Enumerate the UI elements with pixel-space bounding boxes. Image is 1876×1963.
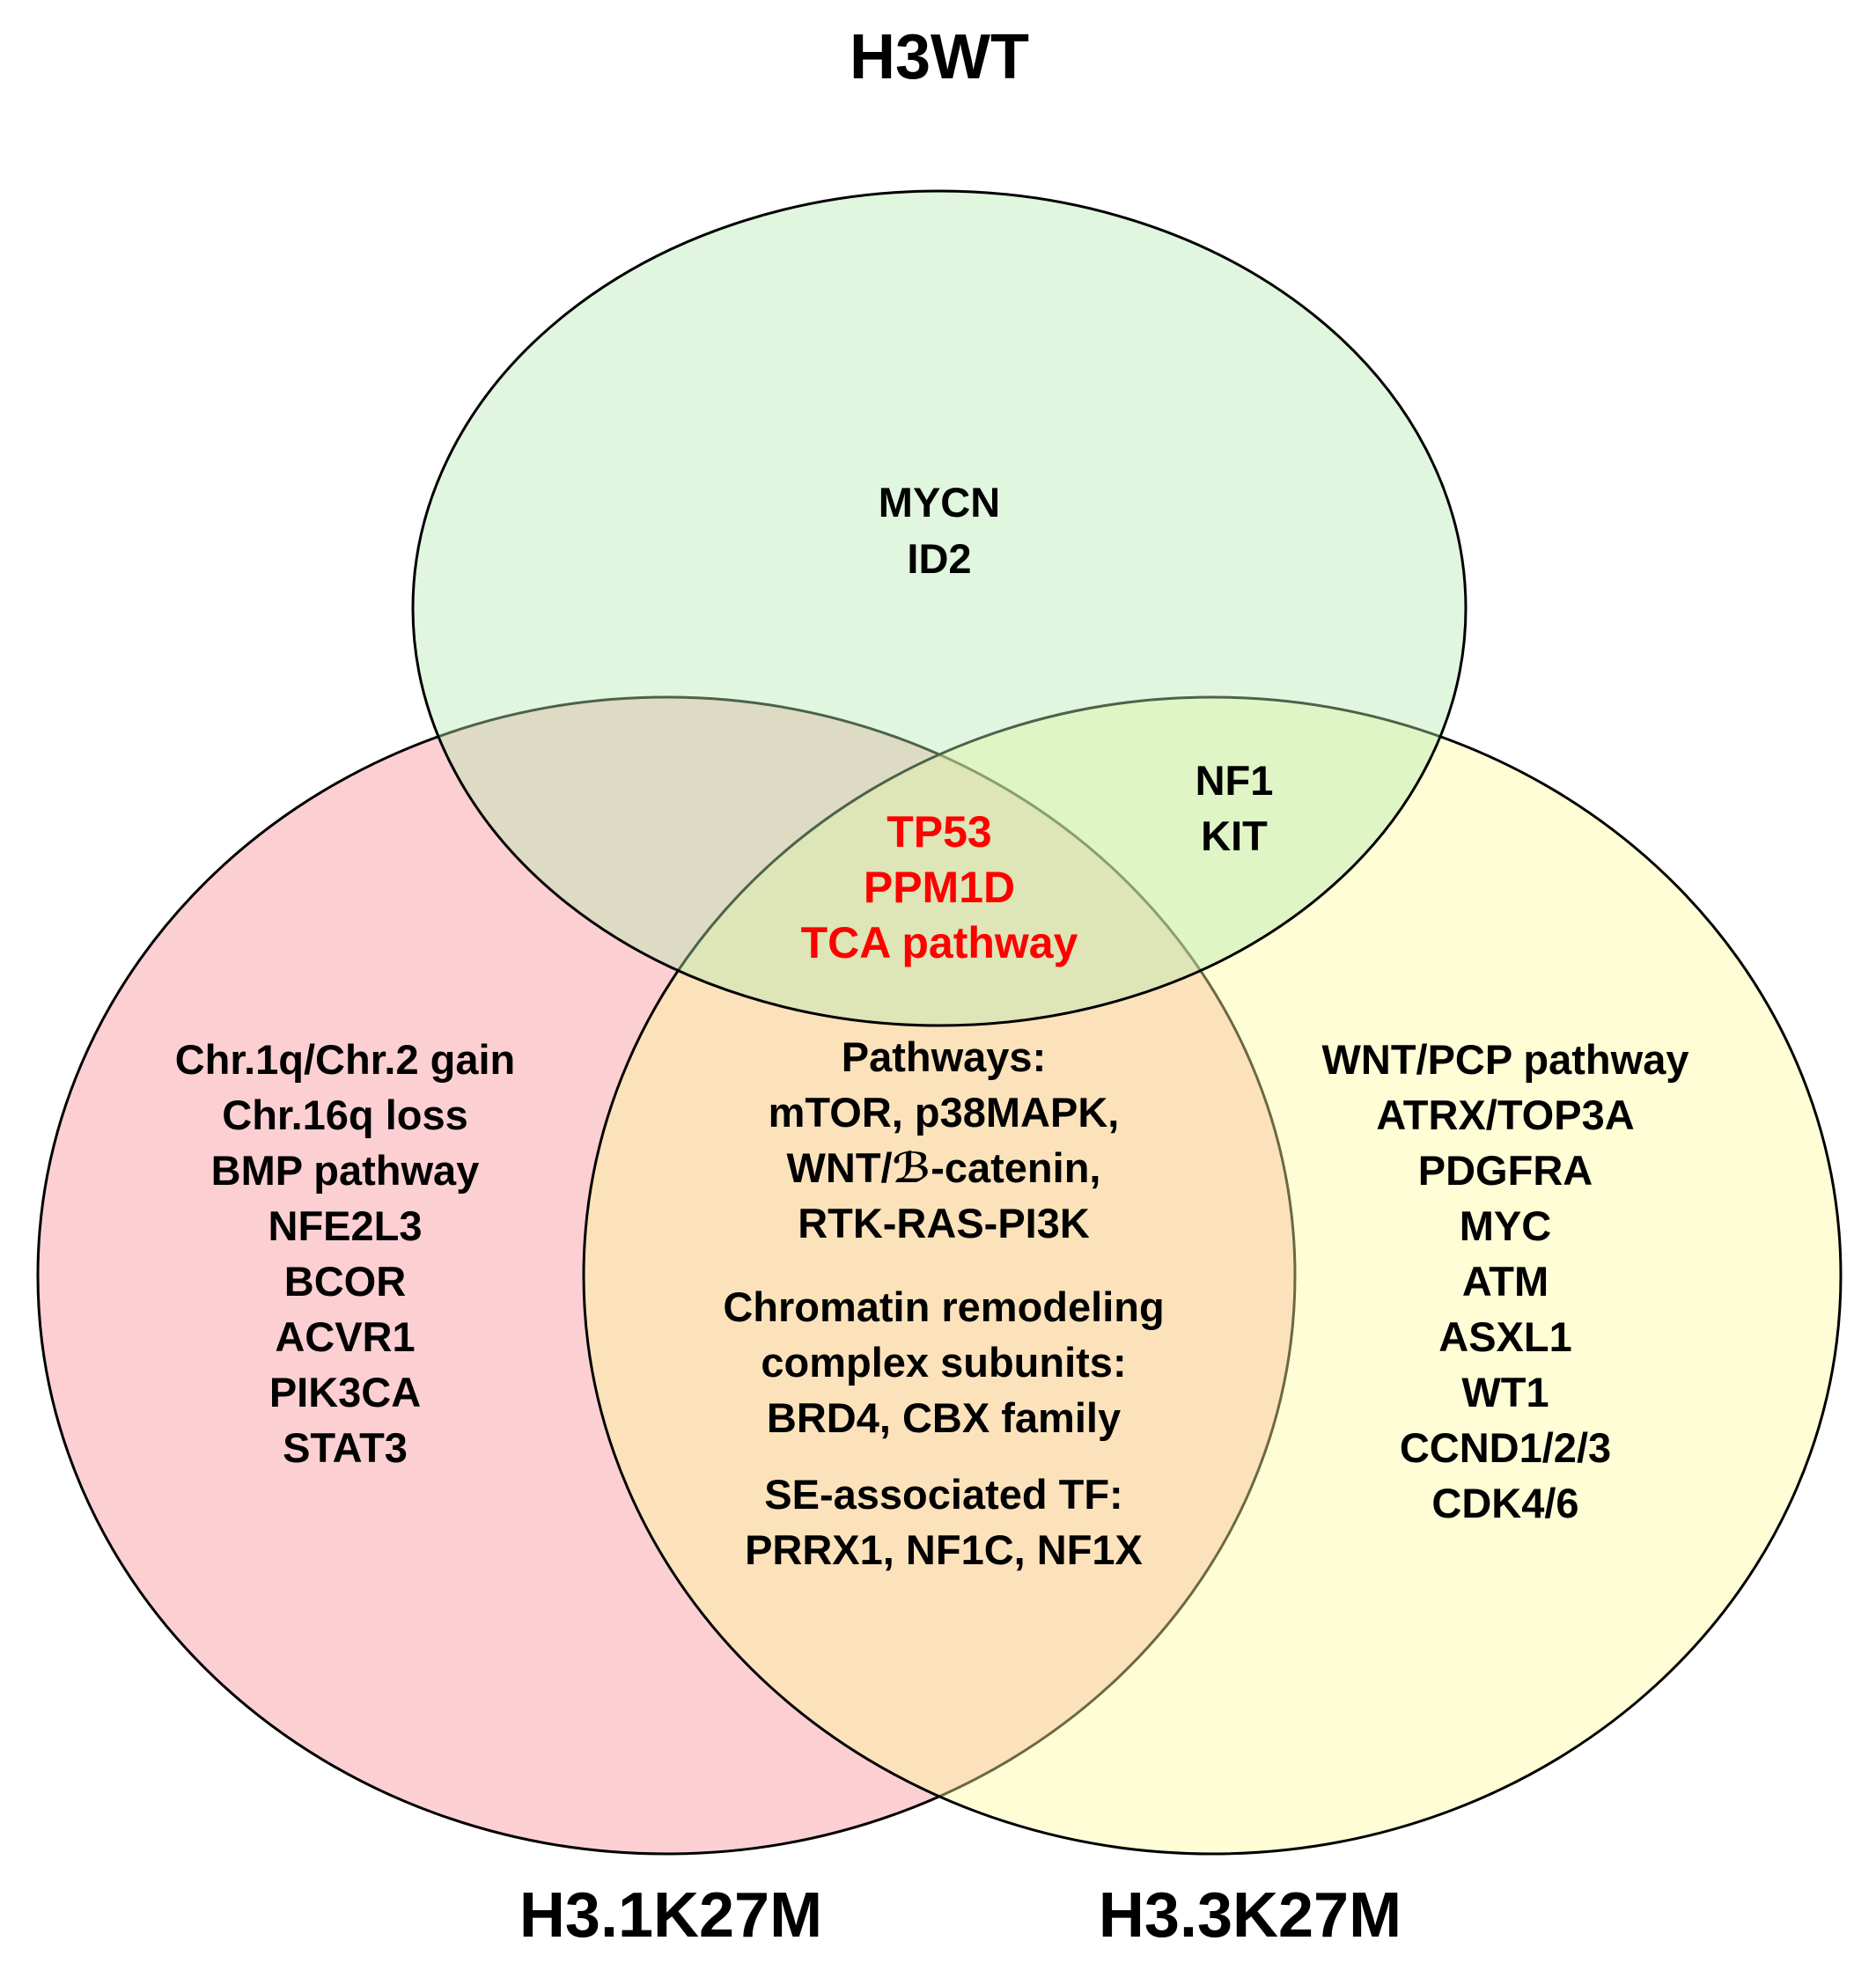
gene-label: STAT3	[283, 1424, 408, 1471]
gene-label: Chr.16q loss	[222, 1092, 468, 1138]
set-label-h3-1k27m: H3.1K27M	[519, 1880, 822, 1951]
set-label-h3-3k27m: H3.3K27M	[1099, 1880, 1401, 1951]
gene-label: ACVR1	[275, 1313, 415, 1360]
pathway-label: mTOR, p38MAPK,	[769, 1089, 1120, 1136]
shared-gene-label: TP53	[887, 807, 992, 857]
gene-label: NF1	[1195, 757, 1274, 804]
shared-gene-label: TCA pathway	[801, 918, 1078, 967]
gene-label: BMP pathway	[211, 1147, 480, 1194]
pathways-block: Pathways: mTOR, p38MAPK, WNT/ℬ-catenin, …	[769, 1033, 1120, 1246]
set-label-h3wt: H3WT	[850, 22, 1029, 92]
gene-label: Chr.1q/Chr.2 gain	[175, 1036, 516, 1083]
gene-label: KIT	[1201, 812, 1268, 859]
chromatin-label: Chromatin remodeling	[723, 1283, 1164, 1330]
circle-h3-1k27m	[36, 695, 1297, 1856]
gene-label: ATRX/TOP3A	[1376, 1092, 1634, 1138]
shared-gene-label: PPM1D	[864, 863, 1015, 912]
region-h3wt-h3-3-overlap: NF1 KIT	[1195, 757, 1274, 859]
gene-label: WNT/PCP pathway	[1322, 1036, 1689, 1083]
chromatin-label: BRD4, CBX family	[767, 1394, 1121, 1441]
pathway-label: RTK-RAS-PI3K	[798, 1200, 1090, 1246]
pathway-label: Pathways:	[842, 1033, 1046, 1080]
circle-h3wt	[411, 189, 1468, 1027]
chromatin-label: complex subunits:	[761, 1339, 1126, 1386]
gene-label: MYCN	[879, 479, 1000, 526]
gene-label: MYC	[1460, 1202, 1551, 1249]
pathway-label: WNT/ℬ-catenin,	[787, 1144, 1101, 1191]
gene-label: PDGFRA	[1418, 1147, 1593, 1194]
region-all-three: TP53 PPM1D TCA pathway	[801, 807, 1078, 967]
tf-label: SE-associated TF:	[764, 1471, 1122, 1518]
gene-label: PIK3CA	[269, 1369, 421, 1415]
gene-label: ASXL1	[1438, 1313, 1572, 1360]
gene-label: CDK4/6	[1431, 1480, 1578, 1526]
region-h3-1-only: Chr.1q/Chr.2 gain Chr.16q loss BMP pathw…	[175, 1036, 516, 1471]
region-h3-3-only: WNT/PCP pathway ATRX/TOP3A PDGFRA MYC AT…	[1322, 1036, 1689, 1526]
gene-label: BCOR	[284, 1258, 406, 1305]
gene-label: WT1	[1461, 1369, 1549, 1415]
region-h3-1-h3-3-overlap: Pathways: mTOR, p38MAPK, WNT/ℬ-catenin, …	[723, 1033, 1164, 1573]
region-h3wt-only: MYCN ID2	[879, 479, 1000, 582]
gene-label: NFE2L3	[269, 1202, 423, 1249]
tf-label: PRRX1, NF1C, NF1X	[745, 1526, 1143, 1573]
chromatin-block: Chromatin remodeling complex subunits: B…	[723, 1283, 1164, 1441]
se-tf-block: SE-associated TF: PRRX1, NF1C, NF1X	[745, 1471, 1143, 1573]
gene-label: ATM	[1462, 1258, 1549, 1305]
circle-h3-3k27m	[582, 695, 1843, 1856]
gene-label: ID2	[907, 535, 971, 582]
gene-label: CCND1/2/3	[1400, 1424, 1611, 1471]
